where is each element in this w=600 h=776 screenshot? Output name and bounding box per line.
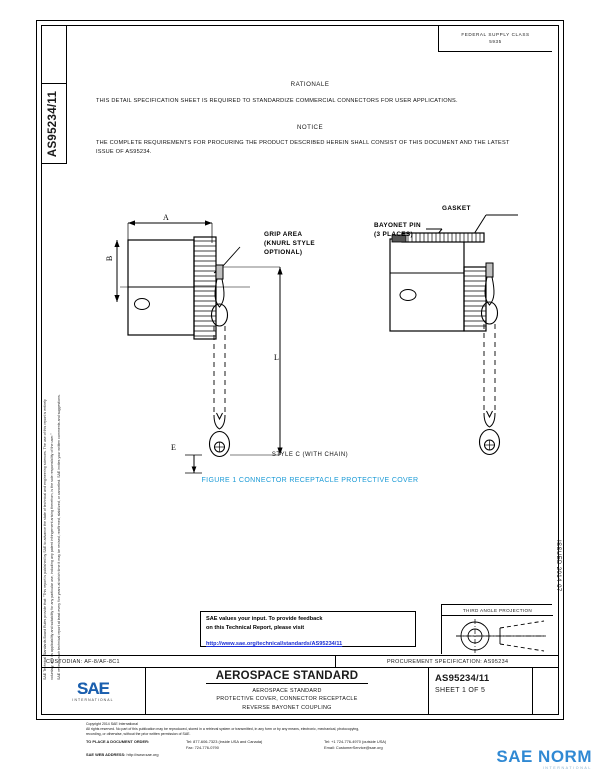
tel-usa: Tel: 877-606-7323 (inside USA and Canada… (186, 739, 263, 745)
third-angle-projection-box: THIRD ANGLE PROJECTION (441, 604, 553, 654)
bayonet-pin-label-1: BAYONET PIN (374, 222, 421, 229)
dimension-l-label: L (274, 353, 279, 362)
title-block: CUSTODIAN: AF-8/AF-8C1 PROCUREMENT SPECI… (41, 655, 559, 715)
title-block-row-custodian: CUSTODIAN: AF-8/AF-8C1 PROCUREMENT SPECI… (41, 655, 559, 668)
sae-norm-watermark: SAE NORM INTERNATIONAL (496, 748, 592, 770)
notice-heading: NOTICE (296, 124, 324, 131)
document-number-vertical: AS95234/11 (47, 90, 60, 157)
title-block-revision-cell (533, 668, 559, 714)
footer-contact-grid: TO PLACE A DOCUMENT ORDER: Tel: 877-606-… (86, 739, 516, 751)
left-connector-view (114, 220, 283, 474)
sae-logo-text: SAE (77, 678, 110, 698)
federal-supply-class-box: FEDERAL SUPPLY CLASS 5935 (438, 26, 552, 52)
rationale-heading: RATIONALE (290, 81, 330, 88)
title-block-title-cell: AEROSPACE STANDARD AEROSPACE STANDARD PR… (146, 668, 429, 714)
issue-date-vertical: ISSUED 2014-07 (555, 540, 561, 592)
fax-number: Fax: 724-776-0790 (186, 745, 219, 751)
rationale-text: THIS DETAIL SPECIFICATION SHEET IS REQUI… (96, 98, 458, 104)
fsc-label: FEDERAL SUPPLY CLASS (461, 31, 530, 37)
title-line-3: REVERSE BAYONET COUPLING (242, 705, 332, 711)
bayonet-pin-label-2: (3 PLACES) (374, 231, 414, 238)
order-label: TO PLACE A DOCUMENT ORDER: (86, 739, 150, 745)
feedback-box: SAE values your input. To provide feedba… (200, 611, 416, 647)
dimension-b-label: B (105, 255, 115, 262)
feedback-link[interactable]: http://www.sae.org/technical/standards/A… (206, 641, 343, 647)
title-block-row-main: SAE INTERNATIONAL AEROSPACE STANDARD AER… (41, 668, 559, 715)
sae-logo-subtext: INTERNATIONAL (72, 698, 114, 703)
knurl-style-label-1: (KNURL STYLE (264, 240, 315, 247)
title-block-sheet: SHEET 1 OF 5 (435, 687, 486, 694)
procurement-spec-field: PROCUREMENT SPECIFICATION: AS95234 (386, 658, 509, 665)
right-connector-view (389, 214, 518, 456)
dimension-e-label: E (171, 443, 176, 452)
sae-logo-cell: SAE INTERNATIONAL (41, 668, 146, 714)
title-block-number-cell: AS95234/11 SHEET 1 OF 5 (429, 668, 533, 714)
sae-logo: SAE INTERNATIONAL (72, 680, 113, 703)
web-address-row: SAE WEB ADDRESS: http://www.sae.org (86, 752, 516, 758)
document-number-tab: AS95234/11 (41, 84, 67, 164)
title-line-2: PROTECTIVE COVER, CONNECTOR RECEPTACLE (216, 696, 358, 703)
third-angle-projection-title: THIRD ANGLE PROJECTION (442, 605, 553, 616)
notice-text: THE COMPLETE REQUIREMENTS FOR PROCURING … (96, 140, 510, 156)
dimension-a-label: A (163, 213, 169, 222)
feedback-line-1: SAE values your input. To provide feedba… (206, 616, 323, 622)
technical-drawing: GRIP AREA (KNURL STYLE OPTIONAL) A B L E (68, 185, 552, 505)
email-address: Email: CustomerService@sae.org (324, 745, 383, 751)
margin-disclaimer-line-3: SAE reviews each technical report at lea… (57, 394, 61, 680)
style-caption: STYLE C (WITH CHAIN) (271, 452, 349, 458)
title-block-doc-number: AS95234/11 (435, 673, 490, 684)
fsc-value: 5935 (489, 38, 502, 44)
web-address-label: SAE WEB ADDRESS: (86, 751, 126, 757)
drawing-frame-outer (36, 20, 564, 720)
order-phone-col: Tel: 877-606-7323 (inside USA and Canada… (186, 739, 324, 751)
feedback-line-2: on this Technical Report, please visit (206, 624, 305, 631)
rights-line-2: recording, or otherwise, without the pri… (86, 732, 191, 737)
gasket-label: GASKET (442, 205, 471, 212)
left-tab-blank (41, 25, 67, 84)
figure-caption: FIGURE 1 CONNECTOR RECEPTACLE PROTECTIVE… (201, 477, 419, 484)
web-address-url[interactable]: http://www.sae.org (126, 751, 159, 757)
aerospace-standard-heading: AEROSPACE STANDARD (205, 670, 369, 684)
order-contact-col: Tel: +1 724-776-4970 (outside USA) Email… (324, 739, 516, 751)
rights-line-1: All rights reserved. No part of this pub… (86, 727, 360, 732)
third-angle-projection-symbol (456, 619, 546, 653)
watermark-main-text: SAE NORM (496, 747, 592, 766)
margin-disclaimer-line-2: voluntary, and its applicability and sui… (50, 433, 54, 680)
copyright-line: Copyright 2014 SAE International (86, 722, 138, 726)
custodian-field: CUSTODIAN: AF-8/AF-8C1 (41, 656, 337, 667)
title-line-1: AEROSPACE STANDARD (252, 687, 322, 694)
tel-outside-usa: Tel: +1 724-776-4970 (outside USA) (324, 739, 387, 745)
knurl-style-label-2: OPTIONAL) (264, 249, 303, 256)
grip-area-label: GRIP AREA (264, 231, 303, 238)
margin-disclaimer-line-1: SAE Technical Standards Board Rules prov… (43, 399, 47, 680)
page-footer: Copyright 2014 SAE International All rig… (86, 722, 516, 758)
watermark-sub-text: INTERNATIONAL (542, 766, 592, 770)
